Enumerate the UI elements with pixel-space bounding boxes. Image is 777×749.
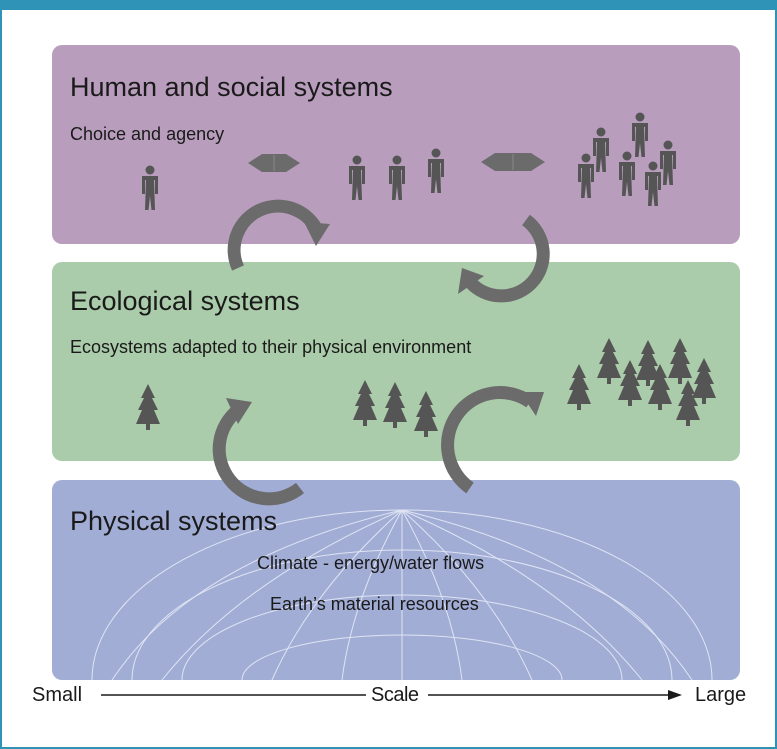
scale-small-label: Small xyxy=(32,684,83,706)
tree-icon xyxy=(668,338,692,384)
tree-icon xyxy=(383,382,407,428)
human-systems-title: Human and social systems xyxy=(70,72,393,102)
scale-large-label: Large xyxy=(695,684,747,706)
scale-axis xyxy=(101,690,682,700)
tree-icon xyxy=(597,338,621,384)
scale-label: Scale xyxy=(371,684,419,706)
person-icon xyxy=(142,165,158,210)
cycle-arrow-icon xyxy=(212,404,305,506)
physical-systems-panel: Physical systems Climate - energy/water … xyxy=(52,480,740,680)
ecological-systems-panel: Ecological systems Ecosystems adapted to… xyxy=(52,262,740,461)
physical-systems-line-2: Earth’s material resources xyxy=(270,594,479,614)
tree-icon xyxy=(618,360,642,406)
tree-icon xyxy=(676,380,700,426)
tree-icon xyxy=(692,358,716,404)
cycle-arrowheads xyxy=(226,222,544,424)
globe-grid xyxy=(91,509,713,680)
physical-systems-line-1: Climate - energy/water flows xyxy=(257,553,485,573)
cycle-arrow-icon xyxy=(465,214,550,303)
cycle-arrows xyxy=(212,199,550,506)
human-systems-panel: Human and social systems Choice and agen… xyxy=(52,45,740,244)
ecological-systems-title: Ecological systems xyxy=(70,286,300,316)
person-icon xyxy=(660,140,676,185)
tree-icon xyxy=(567,364,591,410)
tree-icon xyxy=(414,391,438,437)
arrow-right-icon xyxy=(668,690,682,700)
physical-systems-title: Physical systems xyxy=(70,506,278,536)
person-icon xyxy=(632,112,648,157)
person-icon xyxy=(619,151,635,196)
cycle-arrow-icon xyxy=(441,386,534,494)
human-systems-subtitle: Choice and agency xyxy=(70,124,225,144)
double-arrows xyxy=(248,153,545,172)
person-icon xyxy=(428,148,444,193)
ecological-systems-subtitle: Ecosystems adapted to their physical env… xyxy=(70,337,472,357)
figure-top-bar xyxy=(0,0,777,10)
person-icon xyxy=(578,153,594,198)
person-icon xyxy=(593,127,609,172)
tree-icon xyxy=(353,380,377,426)
person-icon xyxy=(645,161,661,206)
person-icon xyxy=(389,155,405,200)
cycle-arrow-icon xyxy=(227,199,324,271)
tree-icon xyxy=(136,384,160,430)
people-icons xyxy=(142,112,676,210)
person-icon xyxy=(349,155,365,200)
